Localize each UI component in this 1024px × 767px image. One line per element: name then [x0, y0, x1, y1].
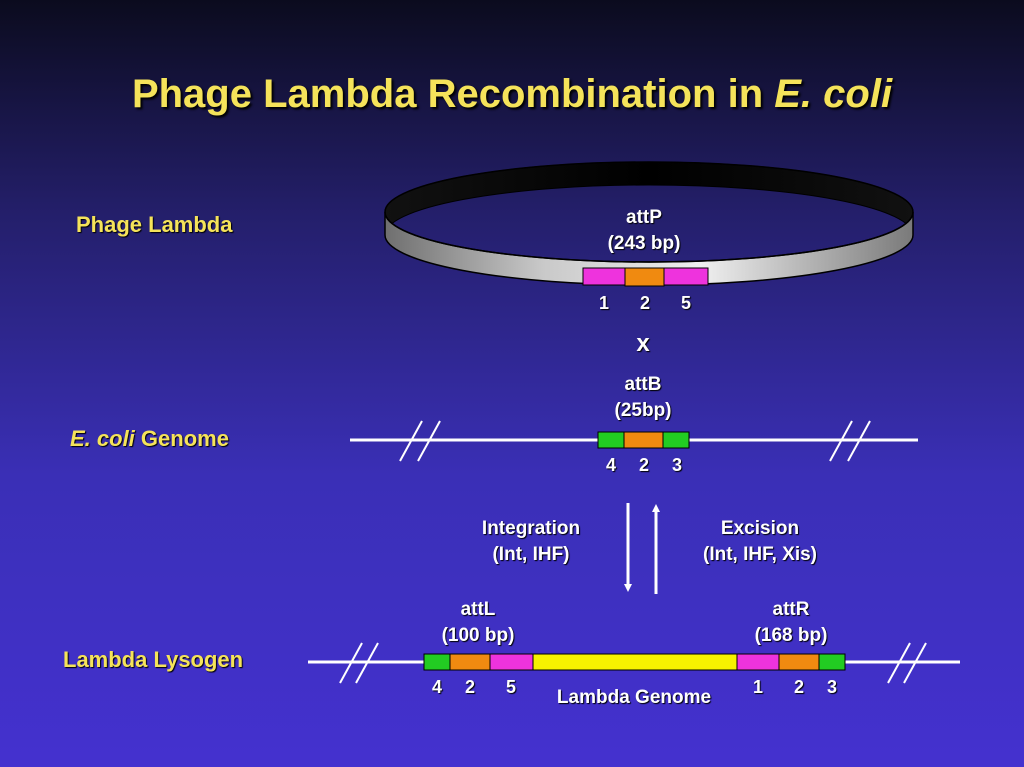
phage-lambda-ring	[384, 161, 914, 286]
attP-site-1	[582, 267, 626, 286]
crossover-symbol: x	[636, 330, 650, 357]
attP-segments	[582, 267, 709, 287]
attL-site-4	[423, 653, 451, 671]
ecoli-genome-label: E. coli Genome	[70, 426, 229, 451]
phage-lambda-label: Phage Lambda	[76, 212, 233, 237]
attR-site-3-number: 3	[826, 677, 838, 697]
attL-site-4-number: 4	[431, 677, 443, 697]
attB-site-3-number: 3	[671, 455, 683, 475]
attB-site-3	[662, 431, 690, 449]
attP-site-2	[624, 267, 665, 287]
attR-site-2-number: 2	[793, 677, 805, 697]
attP-site-5	[663, 267, 709, 286]
lambda-lysogen-label: Lambda Lysogen	[63, 647, 244, 672]
attR-site-1-number: 1	[752, 677, 764, 697]
attP-label: attP(243 bp)	[607, 207, 681, 254]
attL-site-5-number: 5	[505, 677, 517, 697]
integration-label: Integration(Int, IHF)	[481, 518, 581, 565]
attP-site-2-number: 2	[639, 293, 651, 313]
attB-site-2-number: 2	[638, 455, 650, 475]
attB-label: attB(25bp)	[614, 374, 672, 421]
attL-label: attL(100 bp)	[441, 599, 515, 646]
attP-site-5-number: 5	[680, 293, 692, 313]
attR-site-1	[736, 653, 780, 671]
attL-site-5	[489, 653, 534, 671]
attR-label: attR(168 bp)	[754, 599, 828, 646]
attL-site-2-number: 2	[464, 677, 476, 697]
attB-site-4	[597, 431, 625, 449]
lambda-genome-label: Lambda Genome	[556, 687, 712, 708]
attP-site-1-number: 1	[598, 293, 610, 313]
attL-site-2	[449, 653, 491, 671]
attB-site-4-number: 4	[605, 455, 617, 475]
attB-site-2	[623, 431, 664, 449]
excision-label: Excision(Int, IHF, Xis)	[703, 518, 817, 565]
attB-segments	[597, 431, 690, 449]
lambda-genome-segment	[532, 653, 738, 671]
lysogen-segments	[423, 653, 846, 671]
slide-title: Phage Lambda Recombination in E. coli	[131, 72, 893, 116]
attR-site-2	[778, 653, 820, 671]
attR-site-3	[818, 653, 846, 671]
